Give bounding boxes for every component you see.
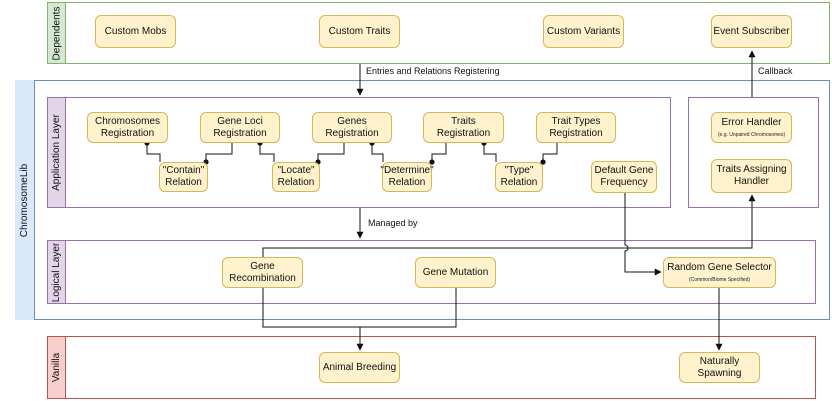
genes-registration-box: Genes Registration xyxy=(312,112,392,143)
wire-recombination-handler xyxy=(262,194,756,258)
wire-recombination-breeding xyxy=(262,288,360,328)
error-handler-note: (e.g. Unpaired Chromosomes) xyxy=(717,131,786,138)
dependents-lane: Dependents xyxy=(47,2,830,64)
dependents-lane-header: Dependents xyxy=(48,3,66,63)
custom-mobs-box: Custom Mobs xyxy=(95,15,176,48)
chromosomes-registration-box: Chromosomes Registration xyxy=(87,112,168,143)
gene-mutation-box: Gene Mutation xyxy=(415,257,496,288)
error-handler-box: Error Handler (e.g. Unpaired Chromosomes… xyxy=(711,112,792,143)
label-managed-by: Managed by xyxy=(366,218,420,228)
wire-frequency-selector xyxy=(624,193,662,276)
vanilla-lane: Vanilla xyxy=(47,336,816,399)
custom-variants-box: Custom Variants xyxy=(543,15,624,48)
determine-relation-box: "Determine" Relation xyxy=(380,162,434,192)
wire-type-traittypes xyxy=(542,143,558,162)
custom-traits-box: Custom Traits xyxy=(319,15,400,48)
handlers-container xyxy=(688,97,819,208)
traits-assigning-handler-box: Traits Assigning Handler xyxy=(711,159,792,193)
label-entries-registering: Entries and Relations Registering xyxy=(364,66,502,76)
gene-recombination-box: Gene Recombination xyxy=(222,257,303,288)
gene-loci-registration-box: Gene Loci Registration xyxy=(200,112,280,143)
chromosomelib-label-bar: ChromosomeLib xyxy=(15,80,35,320)
default-gene-frequency-box: Default Gene Frequency xyxy=(591,161,657,193)
event-subscriber-box: Event Subscriber xyxy=(711,15,792,48)
animal-breeding-box: Animal Breeding xyxy=(319,352,400,383)
wire-traits-type xyxy=(483,143,497,162)
random-gene-selector-note: (Common/Biome Specified) xyxy=(688,276,751,283)
application-layer-header: Application Layer xyxy=(48,98,66,207)
contain-relation-box: "Contain" Relation xyxy=(159,162,208,192)
trait-types-registration-box: Trait Types Registration xyxy=(536,112,616,143)
application-layer-lane: Application Layer xyxy=(47,97,671,208)
type-relation-box: "Type" Relation xyxy=(495,162,543,192)
wire-genes-determine xyxy=(371,143,384,162)
wire-chromosomes-contain xyxy=(146,143,161,162)
wire-determine-traits xyxy=(431,143,447,162)
logical-layer-header: Logical Layer xyxy=(48,241,66,303)
vanilla-lane-header: Vanilla xyxy=(48,337,66,398)
wire-locate-genes xyxy=(317,143,345,162)
wire-mutation-breeding xyxy=(360,288,457,328)
wire-geneloci-locate xyxy=(259,143,275,162)
locate-relation-box: "Locate" Relation xyxy=(272,162,320,192)
wire-contain-geneloci xyxy=(205,143,233,162)
naturally-spawning-box: Naturally Spawning xyxy=(679,352,760,383)
random-gene-selector-box: Random Gene Selector (Common/Biome Speci… xyxy=(663,257,776,288)
logical-layer-lane: Logical Layer xyxy=(47,240,816,304)
traits-registration-box: Traits Registration xyxy=(423,112,504,143)
label-callback: Callback xyxy=(756,66,795,76)
